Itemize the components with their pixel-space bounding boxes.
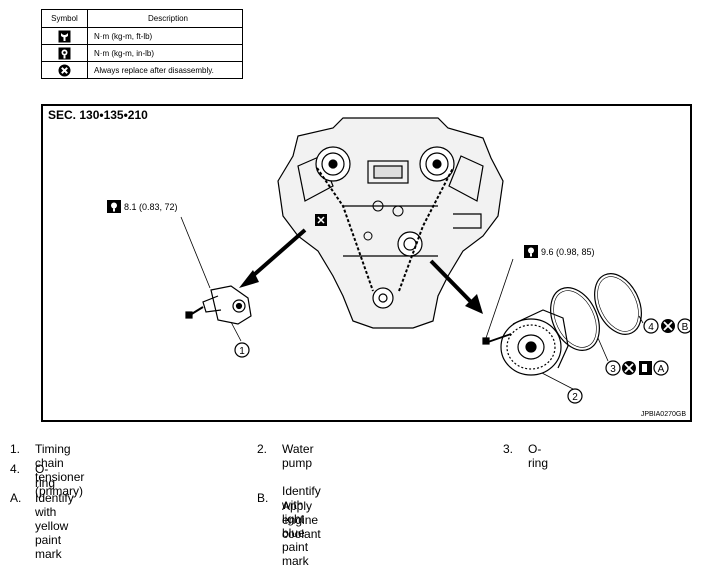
torque-pump-value: 9.6 (0.98, 85) (541, 246, 595, 257)
note-a-key: A. (10, 491, 22, 505)
part-4-number: 4. (10, 462, 21, 476)
torque-wrench-small-icon (524, 245, 538, 258)
callout-1: 1 (234, 342, 250, 358)
part-3-number: 3. (503, 442, 514, 456)
section-title: SEC. 130•135•210 (48, 108, 148, 122)
replace-x-icon (58, 64, 71, 76)
part-2-number: 2. (257, 442, 268, 456)
engine-exploded-view: 1 2 3 A 4 B (180, 117, 690, 404)
part-1-number: 1. (10, 442, 21, 456)
torque-wrench-small-icon (58, 47, 71, 59)
torque-spec-tensioner: 8.1 (0.83, 72) (107, 200, 178, 213)
note-b-line2: Apply engine coolant (282, 499, 321, 541)
o-ring-part-4 (594, 273, 642, 335)
torque-wrench-icon (58, 30, 71, 42)
camshaft-sprocket-right (419, 146, 455, 182)
part-4-label: O-ring (35, 462, 56, 490)
legend-header-symbol: Symbol (41, 9, 88, 28)
water-pump (482, 309, 569, 376)
callout-3-label: 3 (610, 364, 616, 375)
part-1-label: Timing chain tensioner (primary) (35, 442, 85, 498)
water-pump-mount (397, 231, 423, 257)
legend-desc-2: N·m (kg-m, in-lb) (87, 44, 243, 62)
mark-a-label: A (658, 364, 665, 375)
note-b-key: B. (257, 491, 269, 505)
crank-sprocket (372, 287, 394, 309)
tensioner-mount-icon (315, 214, 327, 226)
mark-b-label: B (682, 322, 689, 333)
figure-code: JPBIA0270GB (640, 411, 686, 418)
callout-2: 2 (567, 388, 583, 404)
diagram-frame: SEC. 130•135•210 (41, 104, 692, 422)
arrow-to-tensioner (239, 228, 307, 288)
callout-2-label: 2 (572, 392, 578, 403)
torque-wrench-small-icon (107, 200, 121, 213)
o-ring-part-3-inner (553, 290, 597, 348)
part-3-label: O-ring (528, 442, 549, 470)
legend-desc-3: Always replace after disassembly. (87, 61, 243, 79)
symbol-legend-table: Symbol Description N·m (kg-m, ft-lb) N·m… (41, 9, 243, 79)
callout-4-group: 4 B (643, 318, 690, 334)
timing-chain-tensioner (185, 285, 252, 325)
torque-tensioner-value: 8.1 (0.83, 72) (124, 201, 178, 212)
part-2-label: Water pump (282, 442, 314, 470)
o-ring-part-3 (550, 287, 600, 351)
camshaft-sprocket-left (315, 146, 351, 182)
torque-spec-pump: 9.6 (0.98, 85) (524, 245, 595, 258)
callout-1-label: 1 (239, 346, 245, 357)
callout-3-group: 3 A (605, 360, 669, 376)
note-a-text: Identify with yellow paint mark (35, 491, 74, 561)
arrow-to-water-pump (429, 259, 483, 314)
timing-chain (316, 167, 454, 292)
legend-desc-1: N·m (kg-m, ft-lb) (87, 27, 243, 45)
callout-4-label: 4 (648, 322, 654, 333)
legend-header-description: Description (87, 9, 243, 28)
o-ring-part-4-inner (597, 276, 639, 332)
